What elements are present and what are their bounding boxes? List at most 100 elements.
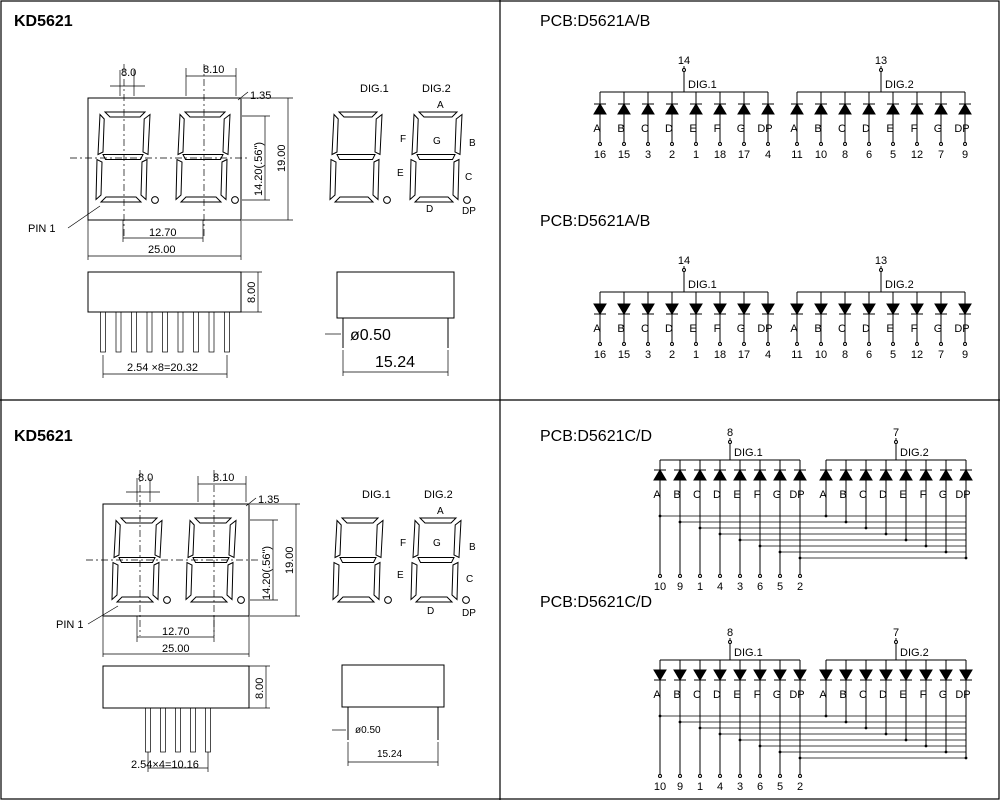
schematic-title: PCB:D5621A/B: [540, 213, 650, 230]
dim-depth: 8.00: [246, 282, 258, 303]
pin1-label: PIN 1: [56, 619, 84, 631]
seg-letter-c: C: [466, 574, 473, 585]
segment-letter: DP: [955, 489, 970, 501]
seg-b: [154, 519, 163, 559]
seg-g: [192, 557, 230, 563]
schematic-title: PCB:D5621C/D: [540, 428, 652, 445]
segment-letter: DP: [789, 489, 804, 501]
dim-pin-pitch: 2.54 ×8=20.32: [127, 362, 198, 374]
diode-icon: [753, 469, 767, 481]
segment-letter: DP: [757, 123, 772, 135]
digit-label: DIG.2: [900, 447, 929, 459]
dim-row-spacing: 15.24: [377, 749, 402, 760]
pin-number: 2: [797, 581, 803, 593]
dig1-label: DIG.1: [362, 489, 391, 501]
terminal: [766, 142, 770, 146]
seg-f: [412, 519, 420, 559]
diode-icon: [689, 303, 703, 315]
side-pins: [145, 707, 211, 753]
pin-number: 3: [737, 781, 743, 793]
seg-g: [102, 154, 144, 160]
segment-letter: E: [886, 323, 893, 335]
segment-letter: C: [859, 489, 867, 501]
diode-icon: [919, 469, 933, 481]
seg-dp: [383, 196, 391, 204]
seg-dp: [163, 596, 171, 604]
side-pins: [100, 311, 230, 353]
segment-letter: D: [862, 123, 870, 135]
diode-icon: [934, 103, 948, 115]
diagram-digit-2: [410, 517, 470, 604]
display-body-end: [341, 664, 445, 708]
seg-d: [179, 196, 223, 203]
terminal: [798, 774, 802, 778]
diode-icon: [859, 469, 873, 481]
seg-letter-g: G: [433, 538, 441, 549]
seg-f: [187, 519, 195, 559]
seg-c: [152, 561, 160, 601]
segment-letter: C: [859, 689, 867, 701]
front-digit-1: [111, 517, 171, 604]
terminal: [694, 342, 698, 346]
diode-icon: [839, 669, 853, 681]
segment-letter: G: [934, 123, 943, 135]
diode-icon: [862, 103, 876, 115]
diode-icon: [910, 303, 924, 315]
pin-number: 6: [866, 149, 872, 161]
segment-letter: DP: [954, 123, 969, 135]
dim-pin-pitch: 2.54×4=10.16: [131, 759, 199, 771]
diode-icon: [693, 669, 707, 681]
digit-label: DIG.2: [885, 279, 914, 291]
pin-number: 1: [697, 581, 703, 593]
pin-number: 7: [938, 149, 944, 161]
pin-number: 9: [677, 781, 683, 793]
terminal: [622, 342, 626, 346]
display-body-side: [87, 271, 242, 313]
diode-icon: [653, 669, 667, 681]
terminal: [758, 574, 762, 578]
dim-digit-spacing: 12.70: [162, 626, 190, 638]
diode-icon: [713, 103, 727, 115]
dig2-label: DIG.2: [424, 489, 453, 501]
segment-letter: C: [838, 123, 846, 135]
dimension-panel-top: KD5621 8.0 8.10 1.35 14.20(.56") 19.00 1…: [14, 13, 476, 378]
pin-number: 6: [866, 349, 872, 361]
dim-digit-pitch: 8.10: [213, 472, 234, 484]
pin-number: 7: [938, 349, 944, 361]
terminal: [867, 342, 871, 346]
terminal: [915, 142, 919, 146]
seg-f: [113, 519, 121, 559]
pin-number: 17: [738, 349, 750, 361]
seg-letter-e: E: [397, 570, 404, 581]
terminal: [718, 774, 722, 778]
seg-c: [451, 561, 459, 601]
seg-e: [332, 561, 340, 601]
diode-icon: [793, 669, 807, 681]
seg-letter-b: B: [469, 138, 476, 149]
seg-a: [103, 111, 147, 118]
segment-letter: F: [911, 123, 918, 135]
terminal: [670, 342, 674, 346]
segment-letter: B: [814, 323, 821, 335]
pin-number: 10: [815, 149, 827, 161]
dig2-label: DIG.2: [422, 83, 451, 95]
terminal: [670, 142, 674, 146]
segment-letter: D: [665, 123, 673, 135]
pin-number: 18: [714, 149, 726, 161]
pin-number: 12: [911, 349, 923, 361]
dim-width-total: 25.00: [162, 643, 190, 655]
terminal: [718, 574, 722, 578]
dim-width-total: 25.00: [148, 244, 176, 256]
pin-number: 1: [693, 349, 699, 361]
dim-digit-spacing: 12.70: [149, 227, 177, 239]
dim-height-total: 19.00: [276, 144, 288, 172]
seg-letter-b: B: [469, 542, 476, 553]
common-pin-number: 14: [678, 255, 690, 267]
terminal: [819, 142, 823, 146]
diode-icon: [814, 303, 828, 315]
pin-number: 15: [618, 149, 630, 161]
schematic-title: PCB:D5621C/D: [540, 594, 652, 611]
diode-icon: [838, 103, 852, 115]
pin: [190, 707, 196, 753]
